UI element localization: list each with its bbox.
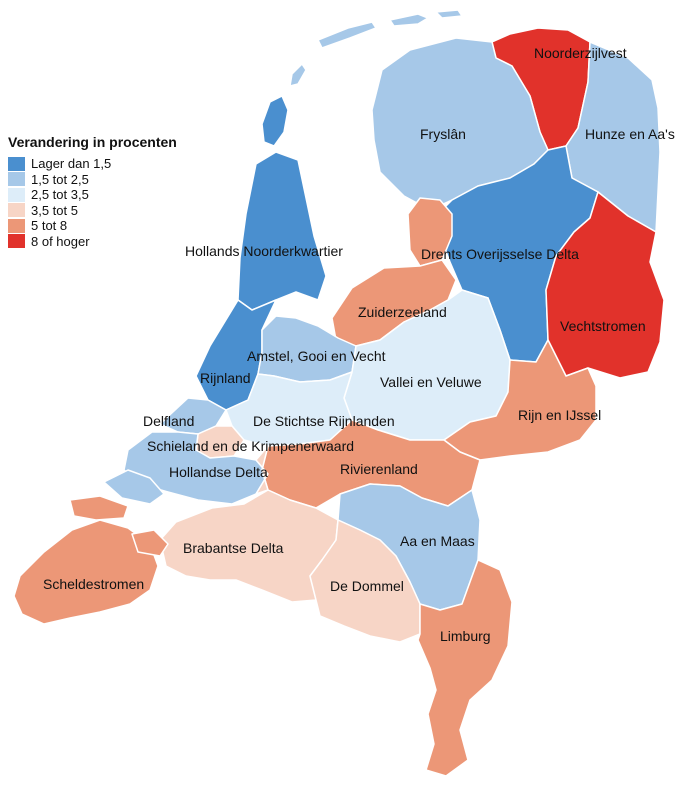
- label-amstel-gooi-vecht: Amstel, Gooi en Vecht: [247, 348, 386, 364]
- label-hollands-noorderkwartier: Hollands Noorderkwartier: [185, 243, 343, 259]
- region-scheldestromen-north: [69, 495, 129, 521]
- legend-swatch: [8, 187, 25, 202]
- region-drents-islet: [407, 197, 453, 267]
- legend-item: 2,5 tot 3,5: [8, 187, 177, 203]
- island-texel: [261, 95, 289, 147]
- label-zuiderzeeland: Zuiderzeeland: [358, 304, 447, 320]
- region-scheldestromen[interactable]: [13, 519, 159, 625]
- legend-title: Verandering in procenten: [8, 134, 177, 150]
- island-schier: [435, 9, 463, 19]
- label-fryslan: Fryslân: [420, 126, 466, 142]
- label-rivierenland: Rivierenland: [340, 461, 418, 477]
- legend-item: 1,5 tot 2,5: [8, 172, 177, 188]
- region-limburg[interactable]: [417, 559, 513, 777]
- legend-label: 5 tot 8: [31, 218, 68, 234]
- legend-item: 3,5 tot 5: [8, 203, 177, 219]
- label-de-dommel: De Dommel: [330, 578, 404, 594]
- label-noorderzijlvest: Noorderzijlvest: [534, 45, 627, 61]
- legend-item: 8 of hoger: [8, 234, 177, 250]
- island-terschelling: [317, 21, 377, 49]
- legend-label: 3,5 tot 5: [31, 202, 78, 218]
- legend-item: Lager dan 1,5: [8, 156, 177, 172]
- legend: Verandering in procenten Lager dan 1,5 1…: [8, 134, 177, 249]
- legend-label: 8 of hoger: [31, 233, 90, 249]
- label-delfland: Delfland: [143, 413, 194, 429]
- label-stichtse-rijnlanden: De Stichtse Rijnlanden: [253, 413, 395, 429]
- region-vechtstromen[interactable]: [545, 191, 665, 379]
- region-hollandse-delta-west[interactable]: [103, 469, 165, 505]
- legend-label: Lager dan 1,5: [31, 156, 112, 172]
- island-vlieland: [289, 63, 307, 87]
- legend-swatch: [8, 234, 25, 249]
- region-scheldestromen-mid: [131, 529, 169, 557]
- label-schieland: Schieland en de Krimpenerwaard: [147, 438, 354, 454]
- legend-label: 2,5 tot 3,5: [31, 187, 89, 203]
- legend-swatch: [8, 172, 25, 187]
- legend-swatch: [8, 156, 25, 171]
- legend-swatch: [8, 203, 25, 218]
- label-scheldestromen: Scheldestromen: [43, 576, 144, 592]
- region-hollands-noorderkwartier[interactable]: [237, 151, 327, 311]
- label-drents-overijsselse-delta: Drents Overijsselse Delta: [421, 246, 579, 262]
- label-vallei-veluwe: Vallei en Veluwe: [380, 374, 482, 390]
- legend-label: 1,5 tot 2,5: [31, 171, 89, 187]
- label-hollandse-delta: Hollandse Delta: [169, 464, 268, 480]
- region-de-dommel[interactable]: [309, 519, 421, 643]
- region-labels: Noorderzijlvest Fryslân Hunze en Aa's Ho…: [43, 45, 675, 644]
- wadden-islands: [261, 9, 463, 147]
- region-rijn-ijssel[interactable]: [443, 339, 597, 461]
- legend-item: 5 tot 8: [8, 218, 177, 234]
- label-brabantse-delta: Brabantse Delta: [183, 540, 284, 556]
- label-limburg: Limburg: [440, 628, 491, 644]
- label-vechtstromen: Vechtstromen: [560, 318, 646, 334]
- label-aa-en-maas: Aa en Maas: [400, 533, 475, 549]
- legend-swatch: [8, 218, 25, 233]
- label-rijn-ijssel: Rijn en IJssel: [518, 407, 601, 423]
- island-ameland: [389, 13, 429, 27]
- region-stichtse-rijnlanden[interactable]: [225, 371, 353, 447]
- regions: [13, 27, 665, 777]
- label-rijnland: Rijnland: [200, 370, 251, 386]
- label-hunze: Hunze en Aa's: [585, 126, 675, 142]
